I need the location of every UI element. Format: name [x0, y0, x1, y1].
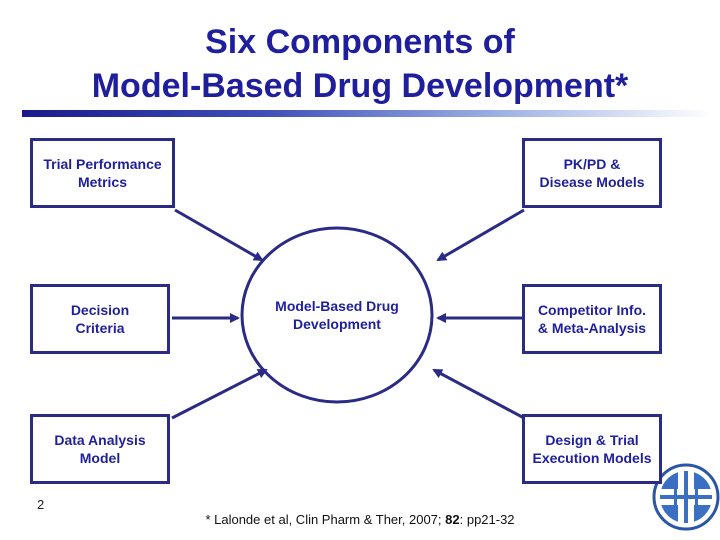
footnote: * Lalonde et al, Clin Pharm & Ther, 2007… [0, 512, 720, 527]
component-design-trial-execution-models: Design & Trial Execution Models [522, 414, 662, 484]
footnote-suffix: : pp21-32 [459, 512, 515, 527]
component-data-analysis-model: Data Analysis Model [30, 414, 170, 484]
title-underline [22, 110, 712, 117]
component-decision-criteria: Decision Criteria [30, 284, 170, 354]
component-trial-performance-metrics: Trial Performance Metrics [30, 138, 175, 208]
slide-number: 2 [37, 497, 45, 512]
logo-icon [652, 463, 720, 531]
footnote-volume: 82 [445, 512, 460, 527]
arrow-bottom-right [432, 368, 525, 420]
component-pkpd-disease-models: PK/PD & Disease Models [522, 138, 662, 208]
component-competitor-info: Competitor Info. & Meta-Analysis [522, 284, 662, 354]
arrow-top-left [174, 208, 264, 262]
center-ellipse [240, 226, 434, 404]
title-line-1: Six Components of [205, 23, 515, 61]
footnote-prefix: * Lalonde et al, Clin Pharm & Ther, 2007… [205, 512, 446, 527]
center-label: Model-Based Drug Development [275, 298, 399, 332]
arrow-bottom-left [171, 368, 268, 420]
arrow-top-right [436, 208, 525, 262]
title-line-2: Model-Based Drug Development* [91, 67, 629, 105]
